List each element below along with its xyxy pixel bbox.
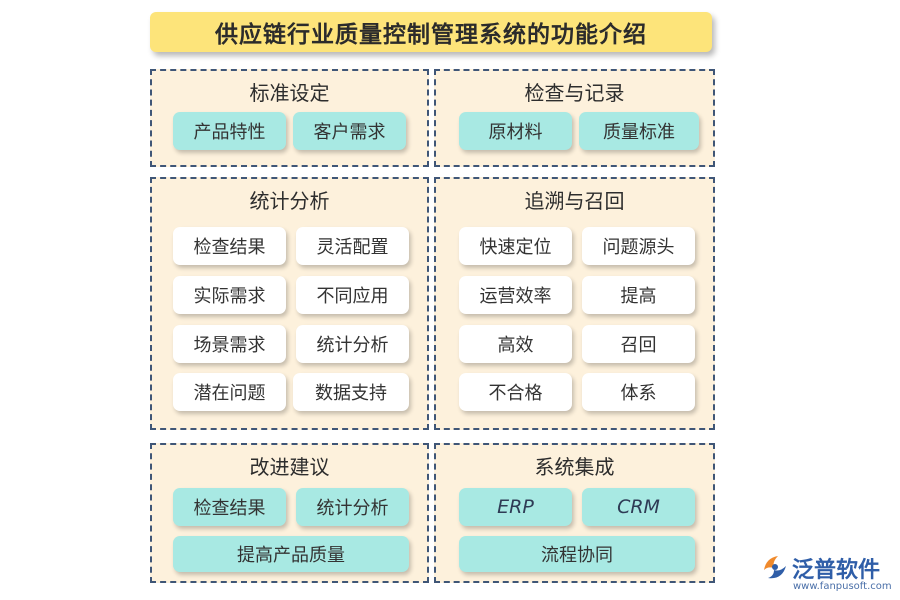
chip-scenario-needs: 场景需求 — [173, 325, 286, 363]
chip-data-support: 数据支持 — [293, 373, 409, 411]
chip-inspection-results: 检查结果 — [173, 227, 286, 265]
chip-system: 体系 — [582, 373, 695, 411]
panel-title: 检查与记录 — [524, 81, 625, 105]
chip-potential-issues: 潜在问题 — [173, 373, 286, 411]
chip-improve-product-quality: 提高产品质量 — [173, 536, 409, 572]
logo-name: 泛普软件 — [792, 558, 881, 583]
panel-standard-setting: 标准设定 产品特性 客户需求 — [150, 69, 429, 167]
chip-improve: 提高 — [582, 276, 695, 314]
chip-process-collaboration: 流程协同 — [459, 536, 695, 572]
chip-flexible-config: 灵活配置 — [296, 227, 409, 265]
chip-erp: ERP — [459, 488, 572, 526]
chip-problem-source: 问题源头 — [582, 227, 695, 265]
chip-quality-standards: 质量标准 — [579, 112, 699, 150]
panel-trace-recall: 追溯与召回 快速定位 问题源头 运营效率 提高 高效 召回 不合格 体系 — [434, 177, 715, 430]
chip-nonconforming: 不合格 — [459, 373, 572, 411]
chip-statistical-analysis: 统计分析 — [296, 488, 409, 526]
diagram-title: 供应链行业质量控制管理系统的功能介绍 — [150, 12, 712, 52]
fanpu-logo: 泛普软件 www.fanpusoft.com — [760, 550, 895, 596]
chip-different-applications: 不同应用 — [296, 276, 409, 314]
chip-operational-efficiency: 运营效率 — [459, 276, 572, 314]
panel-title: 系统集成 — [534, 455, 615, 479]
chip-inspection-results: 检查结果 — [173, 488, 286, 526]
panel-system-integration: 系统集成 ERP CRM 流程协同 — [434, 443, 715, 583]
panel-statistical-analysis: 统计分析 检查结果 灵活配置 实际需求 不同应用 场景需求 统计分析 潜在问题 … — [150, 177, 429, 430]
chip-customer-needs: 客户需求 — [293, 112, 406, 150]
fanpu-logo-icon — [764, 556, 786, 579]
chip-statistical-analysis: 统计分析 — [296, 325, 409, 363]
chip-efficient: 高效 — [459, 325, 572, 363]
logo-url: www.fanpusoft.com — [793, 581, 892, 592]
panel-title: 统计分析 — [249, 189, 330, 213]
panel-title: 标准设定 — [249, 81, 330, 105]
panel-title: 改进建议 — [249, 455, 330, 479]
chip-raw-materials: 原材料 — [459, 112, 572, 150]
chip-recall: 召回 — [582, 325, 695, 363]
chip-crm: CRM — [582, 488, 695, 526]
panel-improvement-suggestions: 改进建议 检查结果 统计分析 提高产品质量 — [150, 443, 429, 583]
chip-product-features: 产品特性 — [173, 112, 286, 150]
chip-actual-needs: 实际需求 — [173, 276, 286, 314]
panel-title: 追溯与召回 — [524, 189, 625, 213]
chip-quick-locate: 快速定位 — [459, 227, 572, 265]
panel-inspection-record: 检查与记录 原材料 质量标准 — [434, 69, 715, 167]
